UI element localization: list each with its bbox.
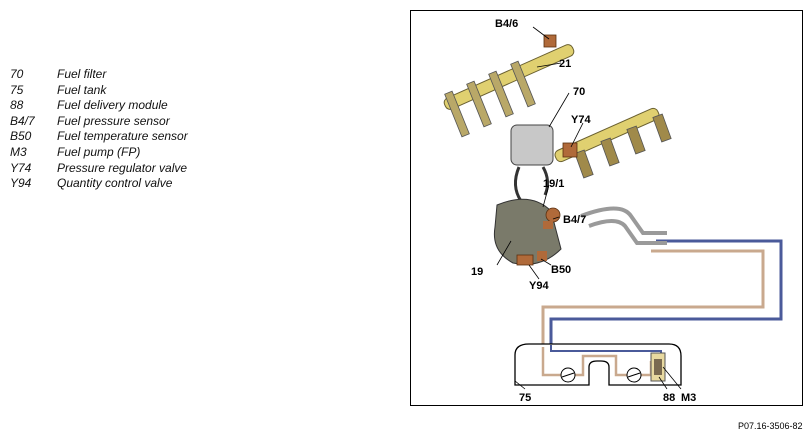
- callout-m3: M3: [681, 392, 696, 404]
- supply-line: [541, 249, 765, 371]
- callout-88: 88: [663, 392, 675, 404]
- return-line: [549, 239, 783, 345]
- fuel-temperature-sensor: [537, 251, 547, 261]
- left-injectors: [444, 60, 536, 138]
- fuel-pressure-sensor-b47: [543, 221, 553, 229]
- callout-y74: Y74: [571, 114, 591, 126]
- callout-70: 70: [573, 86, 585, 98]
- quantity-control-valve: [516, 254, 534, 266]
- callout-y94: Y94: [529, 280, 549, 292]
- callout-19: 19: [471, 266, 483, 278]
- leader-lines: [496, 26, 682, 390]
- fuel-pump-m3: [654, 359, 662, 375]
- callout-b47: B4/7: [563, 214, 586, 226]
- callout-21: 21: [559, 58, 571, 70]
- fuel-filter: [510, 124, 554, 166]
- fuel-system-diagram: B4/6 21 70 Y74 19/1 B4/7 19 B50 Y94 75 8…: [443, 18, 783, 404]
- left-fuel-rail: [443, 44, 575, 110]
- callout-75: 75: [519, 392, 531, 404]
- filter-lines: [514, 166, 550, 202]
- callout-b50: B50: [551, 264, 571, 276]
- pump-drive-gear: [545, 207, 561, 223]
- pressure-regulator-valve: [562, 142, 578, 158]
- diagram-frame: B4/6 21 70 Y74 19/1 B4/7 19 B50 Y94 75 8…: [410, 10, 803, 406]
- pump-symbol-2: [627, 372, 641, 378]
- pump-symbol-1: [561, 372, 575, 378]
- callout-b46: B4/6: [495, 18, 518, 30]
- callout-19-1: 19/1: [543, 178, 564, 190]
- figure-reference: P07.16-3506-82: [738, 421, 803, 431]
- right-injectors: [574, 113, 672, 179]
- steel-pipe-bundle: [580, 206, 667, 245]
- high-pressure-pump: [493, 198, 562, 265]
